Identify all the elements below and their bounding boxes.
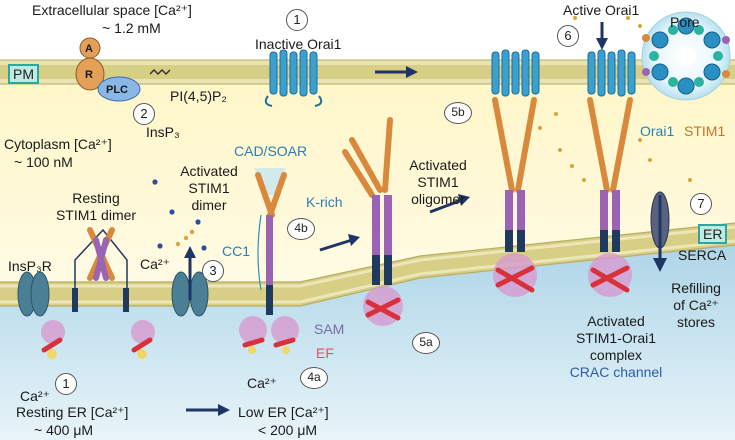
flow-arrows xyxy=(184,22,608,416)
pm-tag: PM xyxy=(8,64,39,84)
refill-label-3: stores xyxy=(676,314,716,330)
crac-channel-label: CRAC channel xyxy=(569,364,663,380)
k-rich-label: K-rich xyxy=(306,194,343,210)
stim1-legend-label: STIM1 xyxy=(684,123,726,139)
serca-label: SERCA xyxy=(678,247,727,263)
cc1-label: CC1 xyxy=(222,243,251,259)
activated-dimer-label-1: Activated xyxy=(180,163,238,179)
step-1-top: 1 xyxy=(286,9,308,31)
low-er-concentration: < 200 μM xyxy=(258,422,318,438)
pore-label: Pore xyxy=(670,14,700,30)
orai1-legend-label: Orai1 xyxy=(640,123,675,139)
calcium-release-label: Ca²⁺ xyxy=(140,256,170,272)
refill-label-1: Refilling xyxy=(671,280,721,296)
stim1-orai1-complex-left xyxy=(492,97,537,297)
step-6: 6 xyxy=(557,25,579,47)
step-5b: 5b xyxy=(444,102,472,124)
oligomer-label-1: Activated xyxy=(409,157,467,173)
complex-label-2: STIM1-Orai1 xyxy=(575,330,657,346)
calcium-er-mid-label: Ca²⁺ xyxy=(247,375,277,391)
calcium-er-left-label: Ca²⁺ xyxy=(20,388,50,404)
extracellular-space xyxy=(0,0,735,60)
low-er-label: Low ER [Ca²⁺] xyxy=(238,404,329,420)
resting-stim1-dimer xyxy=(41,227,155,359)
resting-er-concentration: ~ 400 μM xyxy=(34,422,94,438)
stim1-orai1-complex-right xyxy=(587,97,633,297)
complex-label-1: Activated xyxy=(587,313,645,329)
step-2: 2 xyxy=(133,103,155,125)
ef-label: EF xyxy=(316,345,334,361)
pip2-label: PI(4,5)P₂ xyxy=(170,88,227,104)
sam-label: SAM xyxy=(314,321,345,337)
insp3-receptor-left xyxy=(17,271,50,317)
step-4b: 4b xyxy=(287,218,315,240)
serca-pump xyxy=(650,191,670,272)
oligomer-label-2: STIM1 xyxy=(417,174,459,190)
receptor-r-label: R xyxy=(85,69,93,81)
step-5a: 5a xyxy=(412,332,440,354)
inactive-orai1-label: Inactive Orai1 xyxy=(255,36,342,52)
receptor-a-label: A xyxy=(85,43,93,55)
gpcr-receptor xyxy=(75,37,171,102)
resting-dimer-label-2: STIM1 dimer xyxy=(55,207,137,223)
insp3-receptor-open xyxy=(171,271,209,317)
step-1-bottom: 1 xyxy=(55,373,77,395)
activated-dimer-label-2: STIM1 xyxy=(188,180,230,196)
cytoplasm-label: Cytoplasm [Ca²⁺] xyxy=(4,136,112,152)
step-7: 7 xyxy=(690,193,712,215)
plc-label: PLC xyxy=(106,84,128,96)
active-orai1-left xyxy=(491,49,540,97)
resting-er-label: Resting ER [Ca²⁺] xyxy=(16,404,129,420)
active-orai1-label: Active Orai1 xyxy=(563,2,640,18)
activated-dimer-label-3: dimer xyxy=(191,197,227,213)
oligomer-label-3: oligomer xyxy=(411,191,465,207)
resting-dimer-label-1: Resting xyxy=(72,190,120,206)
cytoplasm-concentration: ~ 100 nM xyxy=(14,154,73,170)
insp3-label: InsP₃ xyxy=(146,124,180,140)
active-orai1-right xyxy=(587,49,636,97)
refill-label-2: of Ca²⁺ xyxy=(673,297,719,313)
pore-top-view xyxy=(641,11,731,101)
step-3: 3 xyxy=(202,260,224,282)
cad-soar-label: CAD/SOAR xyxy=(234,143,308,159)
insp3r-label: InsP₃R xyxy=(8,258,52,274)
activated-stim1-oligomer xyxy=(342,117,403,326)
complex-label-3: complex xyxy=(589,347,643,363)
insp3-molecules xyxy=(152,179,207,251)
extracellular-concentration: ~ 1.2 mM xyxy=(102,20,161,36)
inactive-orai1 xyxy=(264,49,323,107)
activated-stim1-dimer xyxy=(239,168,299,354)
extracellular-label: Extracellular space [Ca²⁺] xyxy=(32,2,192,18)
step-4a: 4a xyxy=(300,367,328,389)
er-tag: ER xyxy=(698,224,728,244)
